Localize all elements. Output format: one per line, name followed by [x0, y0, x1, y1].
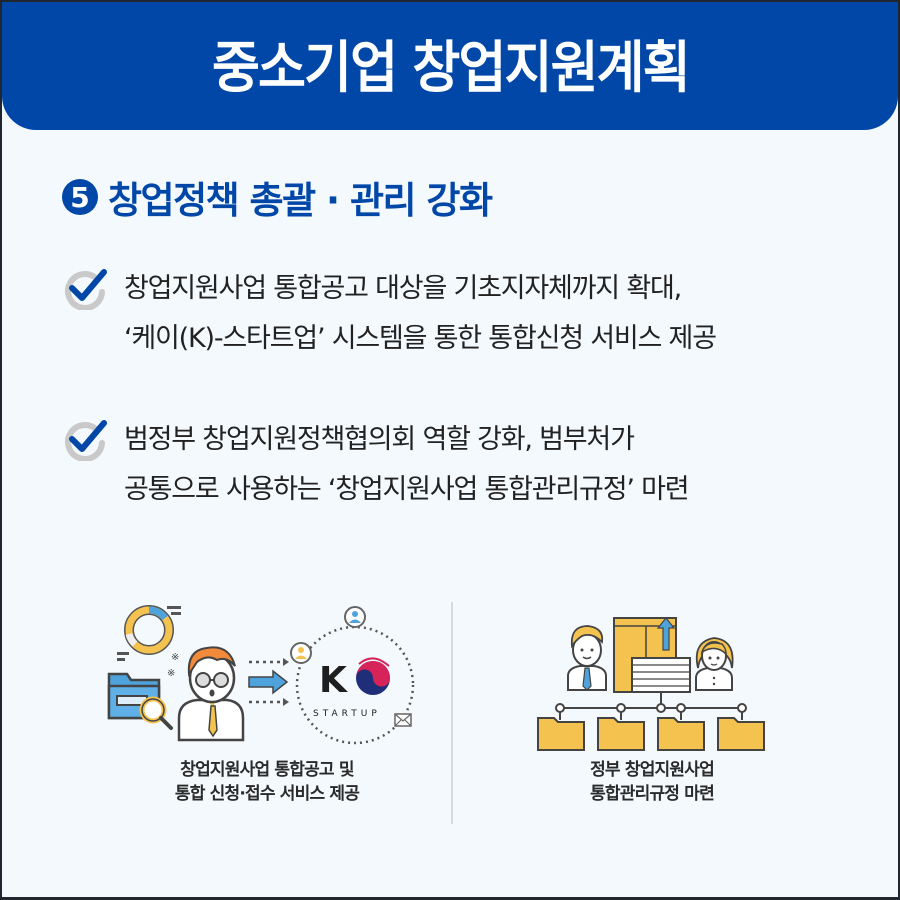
startup-application-illustration: ※ ※ K STARTUP: [107, 605, 415, 745]
section-number-badge: 5: [62, 179, 98, 215]
svg-text:STARTUP: STARTUP: [313, 709, 381, 719]
woman-icon: [695, 637, 734, 691]
caption-line: 창업지원사업 통합공고 및: [180, 760, 354, 780]
page-title: 중소기업 창업지원계획: [211, 35, 691, 101]
bullet-line: 공통으로 사용하는 ‘창업지원사업 통합관리규정’ 마련: [124, 474, 690, 505]
bullet-text: 범정부 창업지원정책협의회 역할 강화, 범부처가 공통으로 사용하는 ‘창업지…: [124, 415, 690, 515]
document-upload-icon: [613, 617, 691, 693]
right-illustration-caption: 정부 창업지원사업 통합관리규정 마련: [532, 758, 772, 806]
svg-text:K: K: [319, 660, 348, 701]
arrows-icon: [248, 658, 289, 706]
divider: [451, 602, 453, 824]
bullet-item: 범정부 창업지원정책협의회 역할 강화, 범부처가 공통으로 사용하는 ‘창업지…: [62, 415, 690, 515]
section-title: 창업정책 총괄 · 관리 강화: [108, 179, 493, 222]
check-icon: [65, 420, 107, 461]
header-banner: 중소기업 창업지원계획: [2, 2, 898, 130]
bullet-line: ‘케이(K)-스타트업’ 시스템을 통한 통합신청 서비스 제공: [124, 323, 717, 354]
donut-chart-icon: [117, 605, 181, 661]
man-icon: [567, 625, 607, 691]
bullet-line: 창업지원사업 통합공고 대상을 기초지자체까지 확대,: [124, 273, 682, 304]
k-startup-logo: K STARTUP: [290, 606, 415, 745]
person-with-glasses-icon: ※ ※: [167, 646, 245, 742]
integrated-regulation-illustration: [537, 617, 765, 751]
section-heading: 5 창업정책 총괄 · 관리 강화: [62, 170, 493, 224]
bullet-item: 창업지원사업 통합공고 대상을 기초지자체까지 확대, ‘케이(K)-스타트업’…: [62, 264, 717, 364]
caption-line: 정부 창업지원사업: [590, 760, 715, 780]
bullet-text: 창업지원사업 통합공고 대상을 기초지자체까지 확대, ‘케이(K)-스타트업’…: [124, 264, 717, 364]
bullet-line: 범정부 창업지원정책협의회 역할 강화, 범부처가: [124, 424, 635, 455]
svg-text:※: ※: [167, 668, 175, 679]
hierarchy-connector: [555, 692, 747, 720]
caption-line: 통합 신청·접수 서비스 제공: [174, 784, 360, 804]
folder-icons: [537, 717, 765, 751]
caption-line: 통합관리규정 마련: [590, 784, 715, 804]
check-icon: [65, 269, 107, 310]
folder-search-icon: [107, 672, 173, 730]
svg-text:※: ※: [171, 652, 179, 663]
left-illustration-caption: 창업지원사업 통합공고 및 통합 신청·접수 서비스 제공: [122, 758, 412, 806]
